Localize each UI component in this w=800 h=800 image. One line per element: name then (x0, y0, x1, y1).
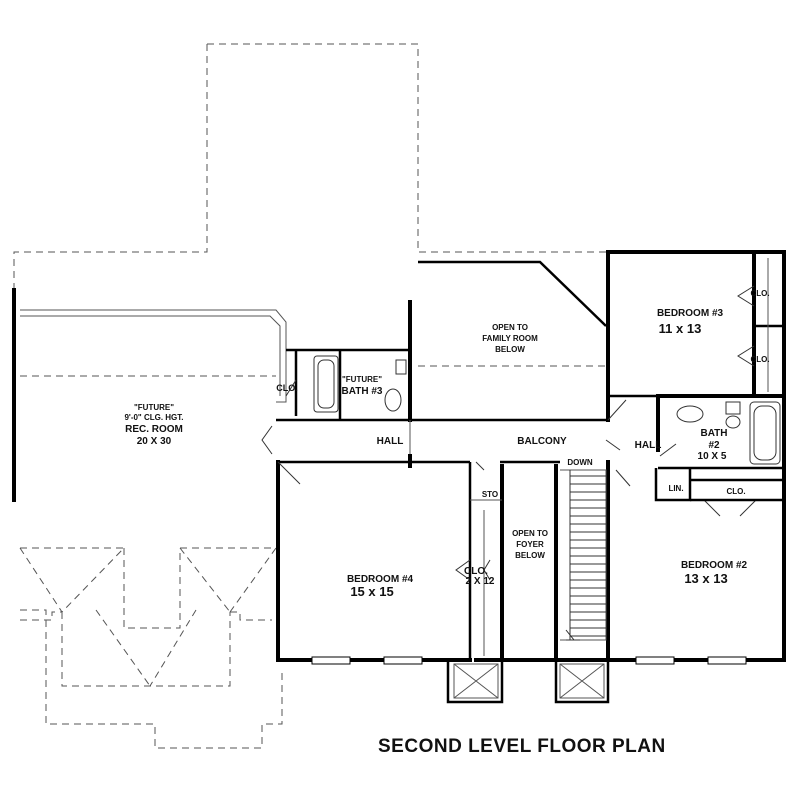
bath3-closet-label: CLO. (276, 383, 298, 393)
bedroom2-closet-label: CLO. (726, 487, 745, 496)
stair-and-foyer (261, 425, 631, 662)
bath2-number-label: #2 (708, 440, 720, 451)
bedroom2-size-label: 13 x 13 (684, 571, 727, 586)
linen-and-closet (654, 468, 784, 517)
open-family-label-2: FAMILY ROOM (482, 334, 538, 343)
exterior-walls (276, 250, 786, 704)
open-family-label-1: OPEN TO (492, 323, 528, 332)
rec-room-ceiling-label: 9'-0" CLG. HGT. (124, 413, 183, 422)
bedroom3-closet-b-label: CLO. (750, 355, 769, 364)
rec-room-size-label: 20 X 30 (137, 436, 172, 447)
bedroom3-closets (607, 250, 784, 421)
bedroom3-closet-a-label: CLO. (750, 289, 769, 298)
open-foyer-label-3: BELOW (515, 551, 545, 560)
open-family-label-3: BELOW (495, 345, 525, 354)
linen-label: LIN. (668, 484, 683, 493)
bedroom2-name-label: BEDROOM #2 (681, 560, 748, 571)
bedroom4-name-label: BEDROOM #4 (347, 574, 414, 585)
roof-outline (13, 43, 780, 749)
bedroom4-closet-size-label: 2 X 12 (466, 576, 495, 587)
open-foyer-label-2: FOYER (516, 540, 544, 549)
room-labels: "FUTURE" 9'-0" CLG. HGT. REC. ROOM 20 X … (124, 289, 769, 599)
bath2-size-label: 10 X 5 (698, 451, 727, 462)
bedroom3-name-label: BEDROOM #3 (657, 308, 724, 319)
storage-label: STO (482, 490, 498, 499)
bath3-future-label: "FUTURE" (342, 375, 382, 384)
balcony-label: BALCONY (517, 436, 567, 447)
rec-room-name-label: REC. ROOM (125, 424, 183, 435)
bedroom4-size-label: 15 x 15 (350, 584, 393, 599)
open-foyer-label-1: OPEN TO (512, 529, 548, 538)
bath3-name-label: BATH #3 (342, 386, 383, 397)
plan-title: SECOND LEVEL FLOOR PLAN (378, 736, 666, 757)
bath2 (656, 394, 786, 470)
windows (311, 656, 747, 665)
hall-walls (276, 418, 610, 468)
bath2-name-label: BATH (700, 428, 727, 439)
rec-room-walls (12, 288, 287, 502)
stair-down-label: DOWN (567, 458, 593, 467)
bath3 (285, 348, 410, 420)
rec-room-future-label: "FUTURE" (134, 403, 174, 412)
hall-right-label: HALL (635, 440, 662, 451)
bedroom4-closet-label: CLO. (464, 566, 488, 577)
hall-left-label: HALL (377, 436, 404, 447)
bedroom3-size-label: 11 x 13 (659, 321, 702, 336)
